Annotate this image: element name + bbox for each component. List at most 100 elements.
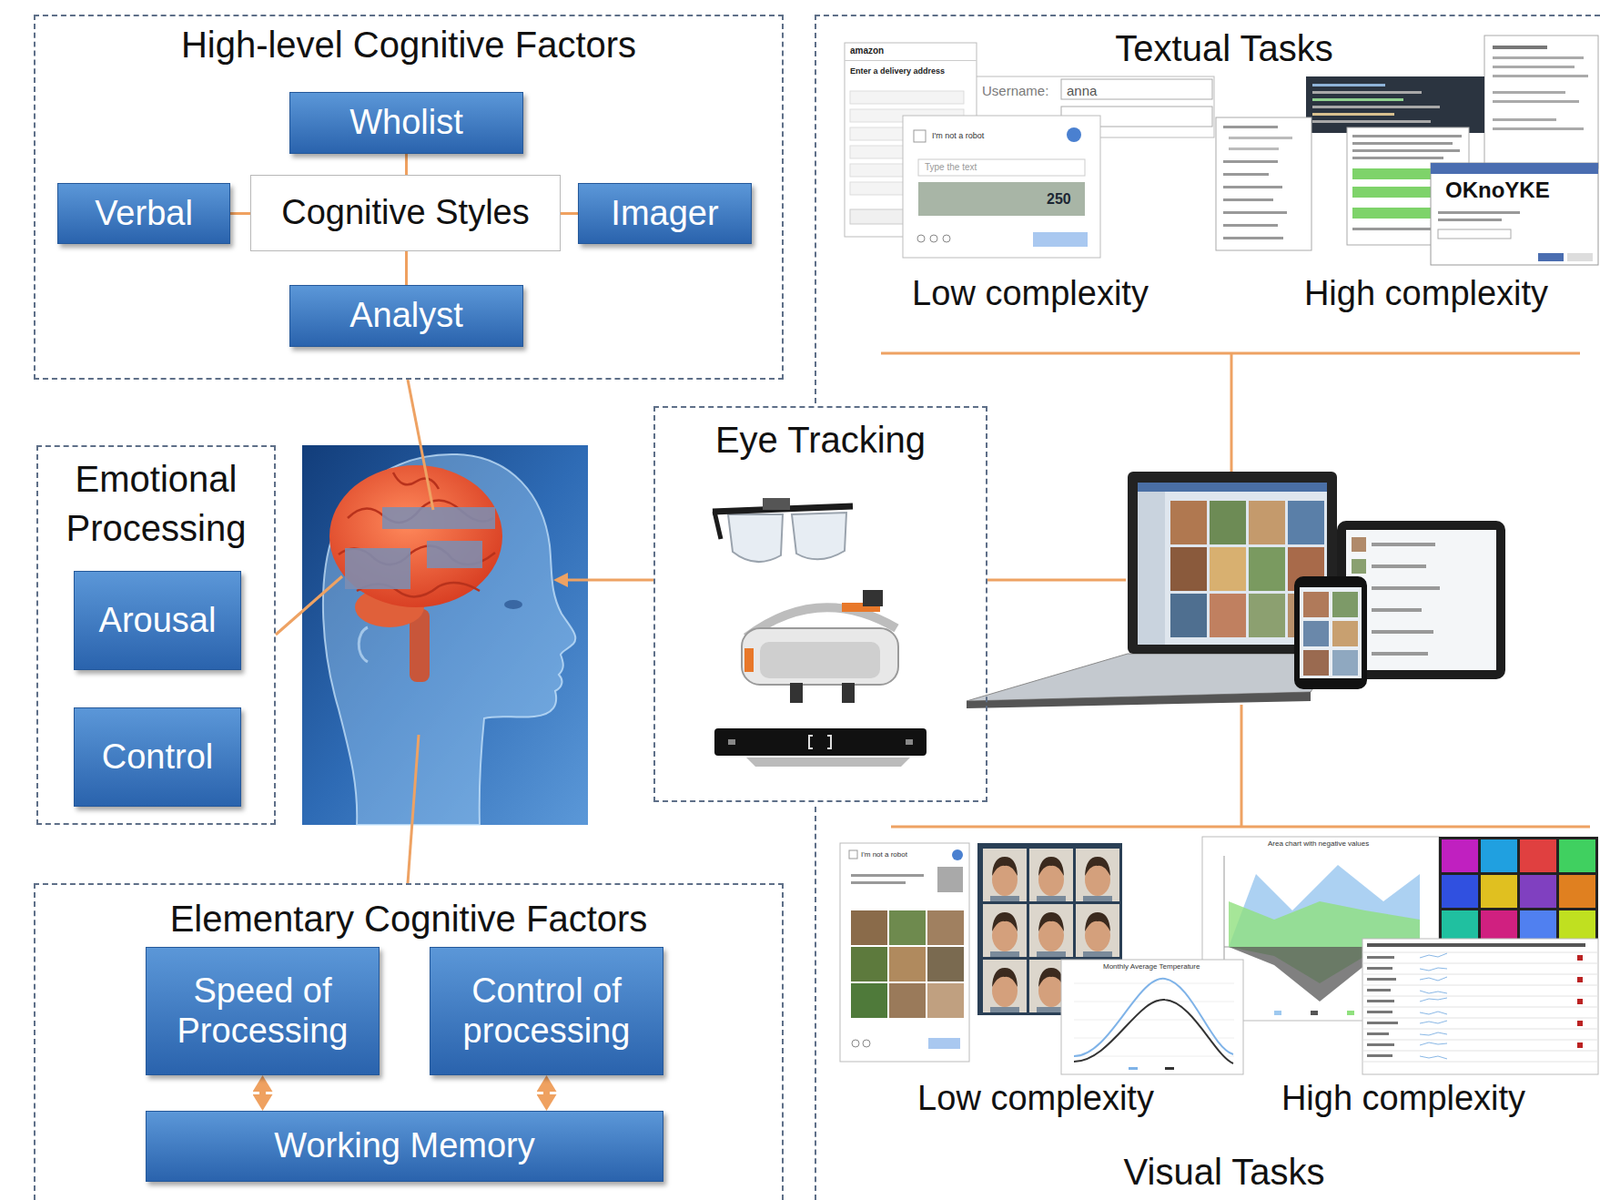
textual-screenshot <box>1492 118 1557 122</box>
eye-tracking-glasses <box>762 497 790 510</box>
screenshot-text: Enter a delivery address <box>850 67 945 76</box>
emotion-box: Control <box>73 707 242 807</box>
visual-screenshot <box>850 946 888 982</box>
task-panel: Low complexityHigh complexityVisual Task… <box>814 806 1600 1200</box>
head-illustration <box>344 547 411 589</box>
visual-screenshot <box>928 1037 961 1049</box>
laptop <box>1209 546 1246 591</box>
visual-screenshot <box>1519 839 1557 872</box>
eye-tracking-headset <box>759 641 881 679</box>
eye-tracking-bar <box>714 728 927 767</box>
factor-box: Control of processing <box>429 946 664 1075</box>
smartphone <box>1294 576 1368 689</box>
box-label: Control of processing <box>439 971 654 1051</box>
textual-screenshot <box>1066 127 1082 142</box>
visual-screenshot <box>862 1039 871 1047</box>
visual-screenshot <box>982 903 1027 957</box>
visual-screenshot <box>1577 998 1583 1004</box>
head-illustration <box>323 454 576 825</box>
textual-screenshot <box>918 182 1085 216</box>
textual-screenshot <box>1228 147 1279 151</box>
style-box: Verbal <box>57 182 231 244</box>
textual-screenshot <box>1032 232 1088 247</box>
laptop <box>1137 482 1327 492</box>
screenshot-text: Monthly Average Temperature <box>1103 962 1200 971</box>
connector-wire <box>564 578 654 582</box>
laptop <box>1137 491 1165 645</box>
eye-tracking-glasses <box>728 514 783 562</box>
textual-screenshot <box>1352 227 1435 231</box>
style-box: Imager <box>577 182 752 244</box>
textual-screenshot <box>1312 98 1404 102</box>
box-label: Wholist <box>349 102 464 143</box>
textual-screenshot <box>1223 223 1278 227</box>
complexity-label: High complexity <box>1280 273 1572 314</box>
visual-screenshot <box>1061 959 1244 1074</box>
visual-screenshot <box>1367 1053 1393 1057</box>
smartphone <box>1332 591 1358 618</box>
visual-screenshot <box>849 850 858 859</box>
textual-screenshot <box>1223 211 1287 214</box>
tablet <box>1371 629 1434 634</box>
textual-screenshot <box>1492 100 1580 103</box>
tablet <box>1371 586 1440 590</box>
visual-screenshot <box>889 946 926 982</box>
textual-screenshot <box>1312 83 1386 87</box>
visual-screenshot <box>850 881 906 884</box>
connector-wire <box>1230 353 1234 472</box>
visual-screenshot <box>1577 1020 1583 1026</box>
visual-screenshot <box>1073 978 1234 1056</box>
textual-screenshot <box>1223 198 1274 202</box>
tablet <box>1371 651 1428 656</box>
textual-screenshot <box>1492 56 1584 60</box>
textual-screenshot <box>1437 229 1511 239</box>
visual-screenshot <box>1164 1066 1175 1070</box>
textual-screenshot <box>930 234 938 243</box>
laptop <box>966 471 1337 709</box>
visual-screenshot <box>850 982 888 1018</box>
visual-screenshot <box>1577 976 1583 983</box>
connector-wire <box>987 578 1126 582</box>
box-label: Arousal <box>99 600 217 641</box>
visual-screenshot <box>1367 1021 1398 1024</box>
box-label: Verbal <box>94 193 193 234</box>
textual-screenshot <box>1352 141 1453 145</box>
panel-title: Elementary Cognitive Factors <box>35 897 782 940</box>
factor-panel: Elementary Cognitive FactorsSpeed of Pro… <box>33 882 784 1200</box>
connector-line <box>230 212 251 215</box>
smartphone <box>1299 587 1362 679</box>
textual-screenshot <box>1312 120 1431 123</box>
eye-tracking-bar <box>809 735 831 749</box>
textual-screenshot <box>1228 136 1293 140</box>
head-illustration <box>393 472 439 489</box>
textual-screenshot <box>902 115 1101 258</box>
factor-panel: High-level Cognitive FactorsWholistVerba… <box>33 14 784 380</box>
textual-screenshot <box>913 130 926 142</box>
smartphone <box>1303 620 1329 647</box>
box-label: Imager <box>610 193 719 234</box>
laptop <box>1209 500 1246 545</box>
visual-screenshot <box>1367 955 1395 959</box>
eye-tracking-headset <box>741 627 899 685</box>
textual-screenshot <box>1223 160 1278 163</box>
visual-screenshot <box>889 910 926 945</box>
visual-screenshot <box>927 946 964 982</box>
tablet <box>1351 558 1367 574</box>
visual-screenshot <box>1367 1010 1393 1013</box>
screenshot-text: 250 <box>1046 192 1072 207</box>
screenshot-text: I'm not a robot <box>931 131 984 141</box>
laptop <box>1127 471 1337 654</box>
box-label: Speed of Processing <box>155 971 370 1051</box>
tablet <box>1371 564 1427 568</box>
eye-tracking-glasses <box>712 497 853 562</box>
textual-screenshot <box>918 159 1085 176</box>
textual-screenshot <box>1430 162 1599 265</box>
textual-screenshot <box>1352 134 1462 138</box>
textual-screenshot <box>1430 162 1599 174</box>
textual-screenshot <box>1312 105 1440 109</box>
textual-screenshot <box>1223 236 1284 240</box>
head-illustration <box>329 465 503 608</box>
smartphone <box>1303 649 1329 676</box>
smartphone <box>1294 576 1368 689</box>
